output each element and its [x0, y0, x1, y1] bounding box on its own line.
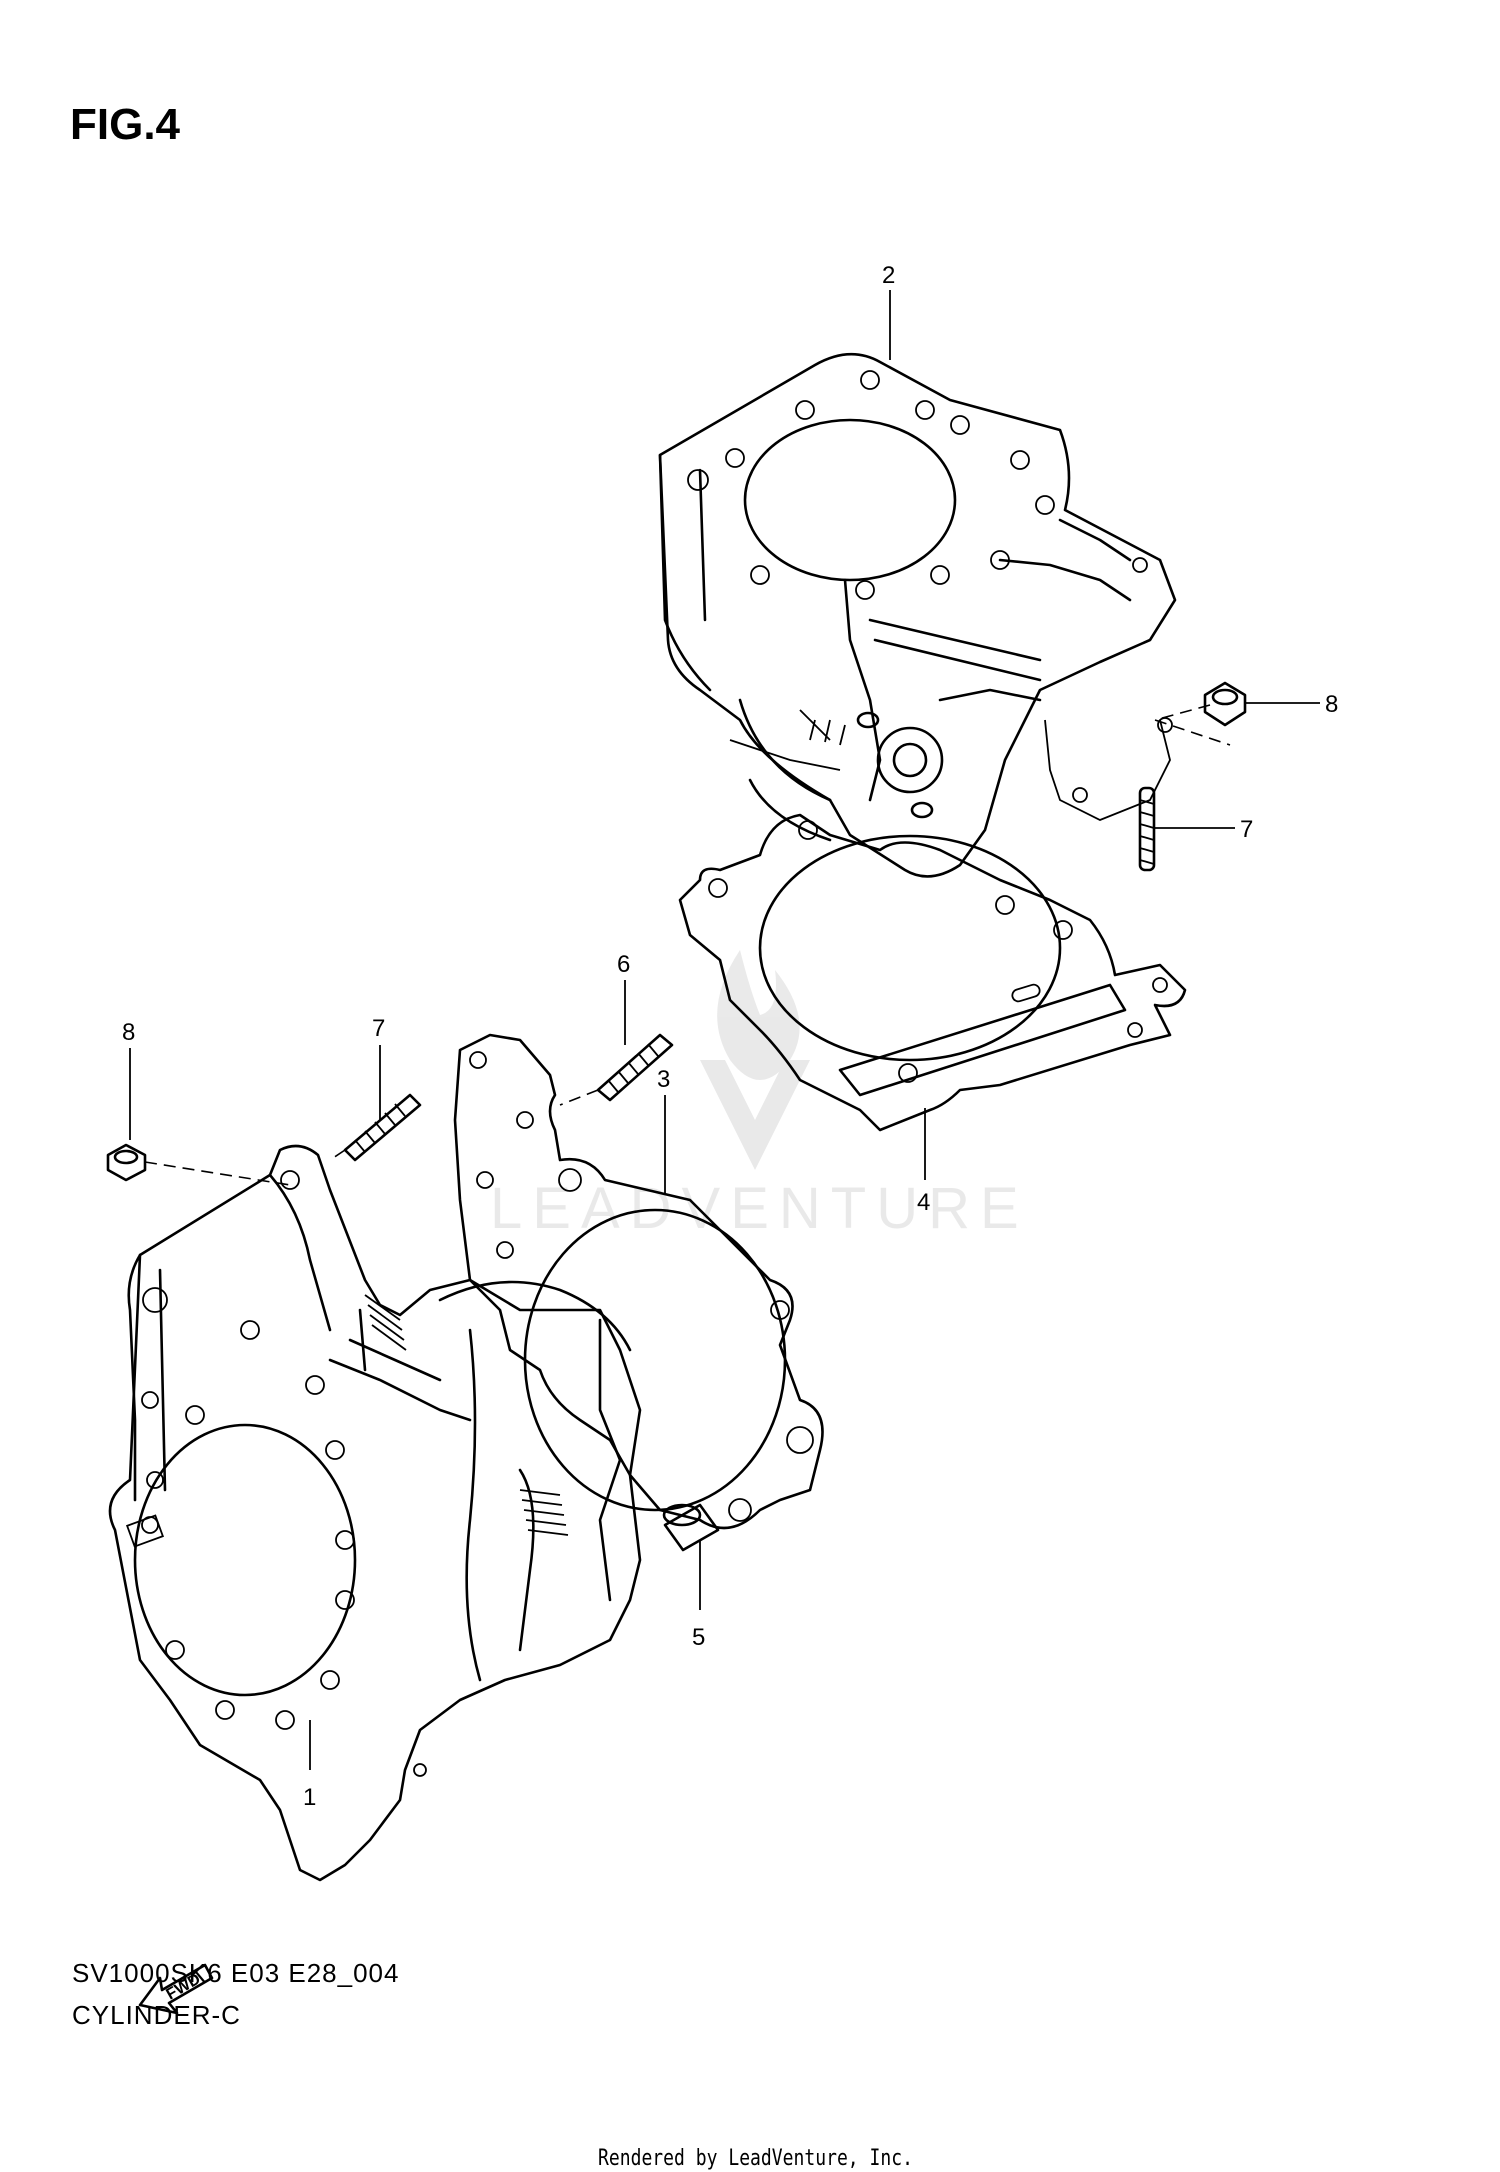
leadventure-watermark: LEADVENTURE [490, 950, 1029, 1241]
watermark-text: LEADVENTURE [490, 1176, 1029, 1241]
callout-7-upper: 7 [1240, 816, 1253, 843]
rear-cylinder-drawing [658, 352, 1177, 878]
stud-mid-drawing [596, 1033, 674, 1102]
stud-left-drawing [343, 1093, 422, 1162]
leader-lines [129, 290, 1320, 1770]
rendered-by-credit: Rendered by LeadVenture, Inc. [598, 2146, 913, 2171]
callout-1: 1 [303, 1784, 316, 1811]
diagram-name: CYLINDER-C [72, 2000, 241, 2030]
nut-left-drawing [106, 1143, 147, 1182]
callout-6: 6 [617, 951, 630, 978]
callout-3: 3 [657, 1066, 670, 1093]
figure-title: FIG.4 [70, 100, 181, 149]
callout-2: 2 [882, 262, 895, 289]
callout-5: 5 [692, 1624, 705, 1651]
callout-labels: 2 8 7 6 8 7 3 4 5 1 [122, 262, 1338, 1811]
callout-8-left: 8 [122, 1019, 135, 1046]
rear-gasket-drawing [678, 813, 1187, 1132]
stud-upper-drawing [1138, 786, 1156, 872]
dowel-pin-drawing [662, 1503, 720, 1552]
callout-7-left: 7 [372, 1015, 385, 1042]
callout-4: 4 [917, 1189, 930, 1216]
nut-upper-drawing [1203, 681, 1247, 727]
front-gasket-drawing [453, 1033, 824, 1530]
diagram-code: SV1000SK6 E03 E28_004 [72, 1958, 400, 1988]
front-cylinder-drawing [108, 1144, 642, 1882]
callout-8-upper: 8 [1325, 691, 1338, 718]
